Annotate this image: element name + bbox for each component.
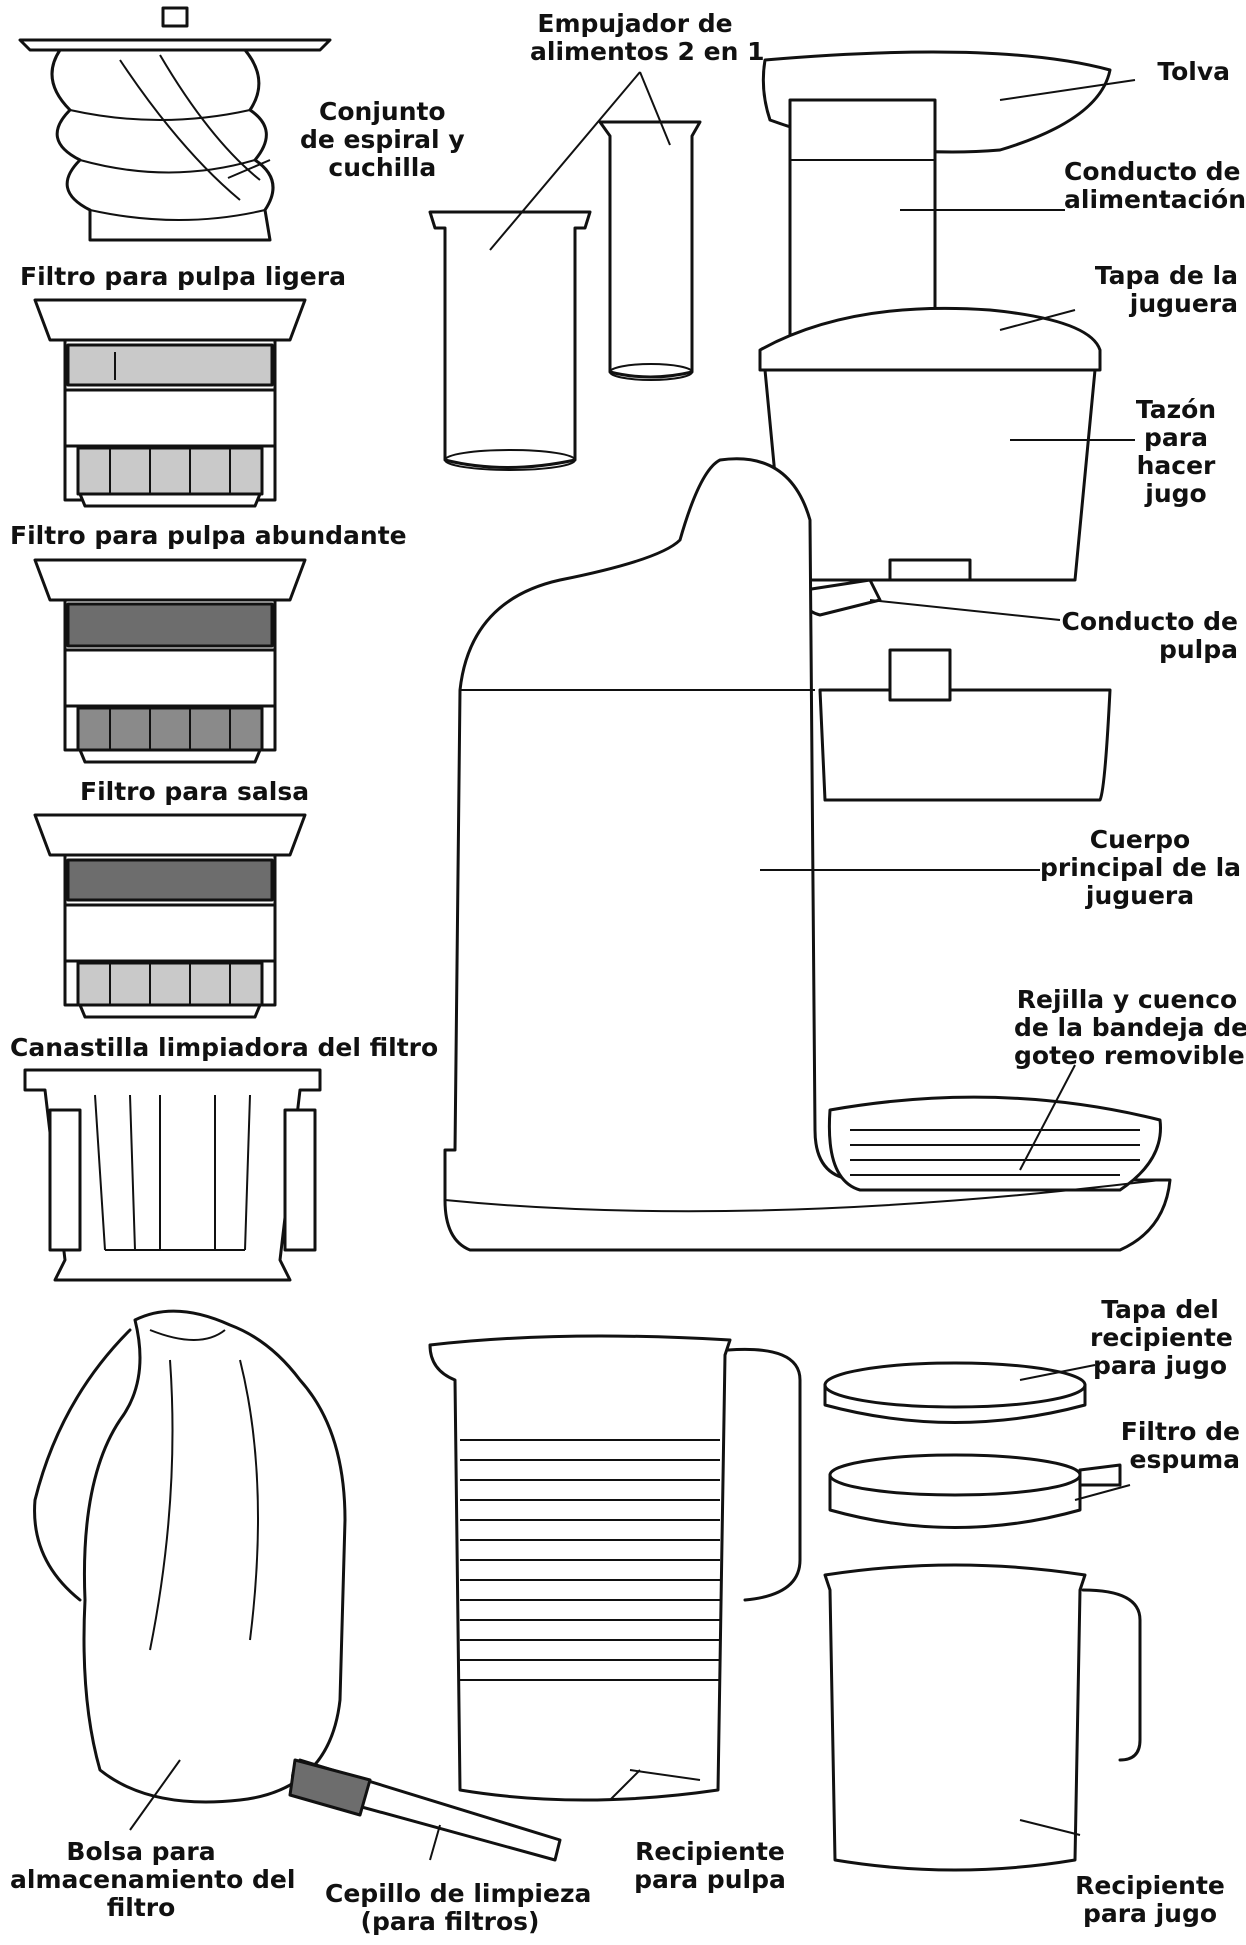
- label-juice-bowl: Tazón para hacer jugo: [1135, 395, 1217, 508]
- label-main-body: Cuerpo principal de la juguera: [1040, 825, 1242, 910]
- filter-light-drawing: [33, 298, 307, 508]
- juicer-bowl-drawing: [758, 306, 1102, 617]
- label-spiral-blade: Conjunto de espiral y cuchilla: [300, 97, 465, 182]
- label-feed-tube: Conducto de alimentación: [1064, 157, 1246, 214]
- filter-salsa-drawing: [33, 813, 307, 1019]
- juice-container-lid-drawing: [823, 1361, 1087, 1424]
- food-pusher-drawing: [428, 120, 702, 471]
- juicer-main-body-drawing: [443, 457, 1172, 1252]
- cleaning-brush-drawing: [288, 1758, 562, 1862]
- cleaning-basket-drawing: [23, 1068, 322, 1282]
- label-foam-filter: Filtro de espuma: [1120, 1417, 1240, 1474]
- spiral-blade-drawing: [18, 6, 332, 242]
- label-drip-tray: Rejilla y cuenco de la bandeja de goteo …: [1014, 985, 1246, 1070]
- label-hopper: Tolva: [1157, 57, 1230, 86]
- label-food-pusher: Empujador de alimentos 2 en 1: [530, 9, 765, 66]
- label-storage-bag: Bolsa para almacenamiento del filtro: [10, 1837, 296, 1922]
- label-filter-light: Filtro para pulpa ligera: [20, 262, 346, 291]
- hopper-drawing: [761, 50, 1112, 342]
- label-juice-container: Recipiente para jugo: [1075, 1871, 1225, 1928]
- label-juice-container-lid: Tapa del recipiente para jugo: [1090, 1295, 1233, 1380]
- filter-heavy-drawing: [33, 558, 307, 764]
- pulp-container-drawing: [428, 1334, 802, 1802]
- label-cleaning-basket: Canastilla limpiadora del filtro: [10, 1033, 439, 1062]
- label-filter-salsa: Filtro para salsa: [80, 777, 310, 806]
- label-filter-heavy: Filtro para pulpa abundante: [10, 521, 407, 550]
- label-cleaning-brush: Cepillo de limpieza (para filtros): [325, 1879, 592, 1936]
- label-juicer-lid: Tapa de la juguera: [1094, 261, 1238, 318]
- leader-lines: [129, 71, 1136, 1861]
- label-pulp-spout: Conducto de pulpa: [1061, 607, 1238, 664]
- foam-filter-drawing: [828, 1453, 1122, 1529]
- storage-bag-drawing: [33, 1309, 347, 1804]
- juice-container-drawing: [823, 1563, 1142, 1872]
- label-pulp-container: Recipiente para pulpa: [634, 1837, 786, 1894]
